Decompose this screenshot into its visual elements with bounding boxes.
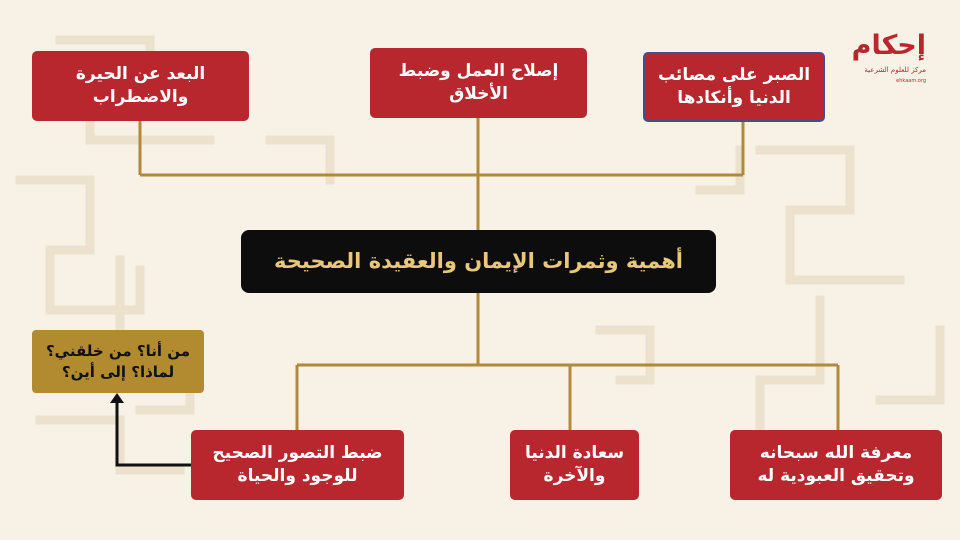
node-existential-questions: من أنا؟ من خلقني؟ لماذا؟ إلى أين؟ xyxy=(32,330,204,393)
node-reform-conduct: إصلاح العمل وضبط الأخلاق xyxy=(370,48,587,118)
logo-subtitle: مركز للعلوم الشرعية xyxy=(864,66,926,74)
central-title: أهمية وثمرات الإيمان والعقيدة الصحيحة xyxy=(241,230,716,293)
logo-title: إحكام xyxy=(851,30,926,61)
node-patience: الصبر على مصائب الدنيا وأنكادها xyxy=(643,52,825,122)
arrow-head xyxy=(110,393,124,403)
node-knowing-god: معرفة الله سبحانه وتحقيق العبودية له xyxy=(730,430,942,500)
arrow-connector xyxy=(115,400,191,467)
logo: إحكام مركز للعلوم الشرعية ehkaam.org xyxy=(850,26,930,94)
node-correct-worldview: ضبط التصور الصحيح للوجود والحياة xyxy=(191,430,404,500)
node-happiness: سعادة الدنيا والآخرة xyxy=(510,430,639,500)
logo-url: ehkaam.org xyxy=(896,78,926,84)
node-avoid-confusion: البعد عن الحيرة والاضطراب xyxy=(32,51,249,121)
